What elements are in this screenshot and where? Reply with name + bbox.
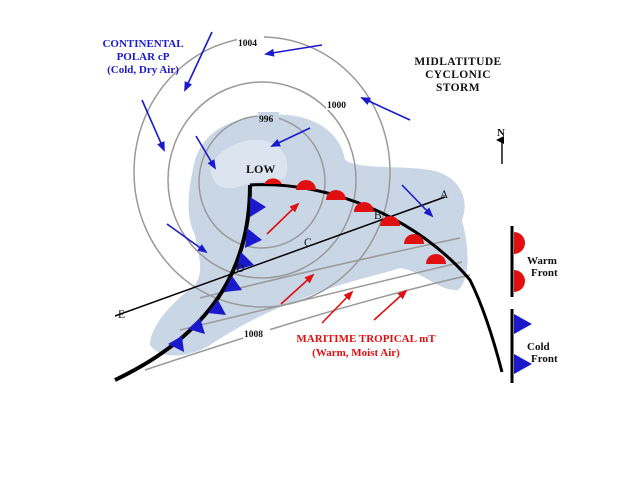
maritime-tropical-label: MARITIME TROPICAL mT (Warm, Moist Air) <box>296 333 436 359</box>
svg-text:(Cold, Dry Air): (Cold, Dry Air) <box>107 64 179 76</box>
title-line1: MIDLATITUDE <box>414 56 501 68</box>
diagram-title: MIDLATITUDE CYCLONIC STORM <box>414 56 501 94</box>
cold-front-line <box>114 184 252 382</box>
wind-arrow-cold <box>270 127 311 147</box>
legend-warm-line1: Warm <box>527 255 557 267</box>
low-pressure-label: LOW <box>246 162 275 176</box>
isobar-1000-line <box>167 81 357 279</box>
svg-text:CONTINENTAL: CONTINENTAL <box>102 38 183 50</box>
continental-polar-label: CONTINENTAL POLAR cP (Cold, Dry Air) <box>102 38 183 76</box>
wind-arrow-cold <box>184 31 213 92</box>
wind-arrow-warm <box>266 202 300 235</box>
legend: Warm Front Cold Front <box>510 226 558 383</box>
north-label: N <box>497 127 505 139</box>
legend-cold-line1: Cold <box>527 341 550 353</box>
cross-section-points: A B C D E <box>118 189 449 321</box>
wind-arrow-cold <box>195 135 217 170</box>
point-a-label: A <box>440 189 449 201</box>
wind-arrow-warm <box>280 273 315 305</box>
isobar-1008-line <box>144 274 471 371</box>
isobar-1008-label: 1008 <box>244 330 263 340</box>
point-c-label: C <box>304 237 312 249</box>
svg-text:(Warm, Moist Air): (Warm, Moist Air) <box>312 347 400 359</box>
wind-arrow-warm <box>321 290 354 324</box>
legend-warm-line2: Front <box>531 267 558 279</box>
cold-air-arrows <box>141 31 434 254</box>
svg-text:POLAR cP: POLAR cP <box>117 51 170 63</box>
legend-cold-line2: Front <box>531 353 558 365</box>
wind-arrow-cold <box>141 99 165 152</box>
wind-arrow-warm <box>373 289 408 321</box>
north-arrow: N <box>496 127 505 164</box>
title-line2: CYCLONIC <box>425 69 491 81</box>
isobar-996-label: 996 <box>259 115 274 125</box>
isobars <box>133 36 471 371</box>
title-line3: STORM <box>436 82 480 94</box>
cold-front-symbols <box>168 197 266 352</box>
point-e-label: E <box>118 309 125 321</box>
svg-text:MARITIME TROPICAL mT: MARITIME TROPICAL mT <box>296 333 436 345</box>
isobar-1000-label: 1000 <box>327 101 346 111</box>
wind-arrow-cold <box>360 97 411 121</box>
wind-arrow-cold <box>166 223 208 254</box>
point-d-label: D <box>236 263 244 275</box>
point-b-label: B <box>374 210 382 222</box>
wind-arrow-cold <box>401 184 434 218</box>
isobar-1004-label: 1004 <box>238 39 257 49</box>
warm-front-symbols <box>264 178 446 264</box>
cloud-shield <box>150 114 468 356</box>
wind-arrow-cold <box>264 44 323 57</box>
isobar-labels: 1004 1000 996 1008 <box>237 36 353 340</box>
warm-air-arrows <box>266 202 408 324</box>
